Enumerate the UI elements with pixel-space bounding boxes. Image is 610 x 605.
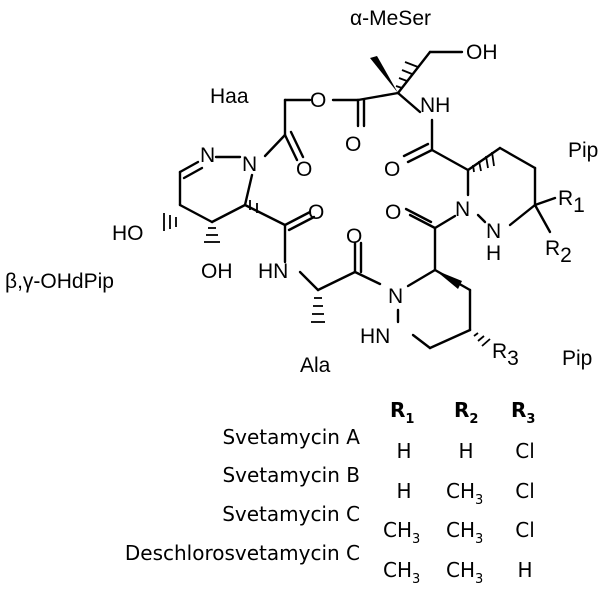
compound-name: Svetamycin A	[222, 425, 360, 449]
cell-r1: H	[396, 439, 411, 463]
atom-ho-left: HO	[112, 222, 144, 245]
compound-name: Deschlorosvetamycin C	[125, 541, 360, 565]
cell-r3: H	[517, 558, 532, 582]
cell-r2: H	[458, 439, 473, 463]
atom-hn-ala: HN	[258, 260, 288, 283]
cell-r2: CH3	[446, 518, 483, 547]
atom-r3: R3	[492, 340, 519, 370]
atom-oh-bottom: OH	[201, 260, 233, 283]
table-row: Deschlorosvetamycin C CH3 CH3 H	[125, 541, 533, 587]
atom-o-ester-ring: O	[310, 89, 326, 112]
cell-r3: Cl	[515, 439, 535, 463]
atom-o-mid-carbonyl: O	[346, 225, 362, 248]
atom-nh-top-pip: N	[486, 220, 501, 243]
cell-r1: H	[396, 479, 411, 503]
atom-hn-bottom-pip: HN	[360, 325, 390, 348]
atom-o-pip-carbonyl: O	[385, 201, 401, 224]
table-row: Svetamycin B H CH3 Cl	[222, 463, 534, 508]
stereo-bonds	[163, 56, 495, 347]
residue-haa: Haa	[210, 85, 249, 108]
residue-beta-gamma-ohdpip: β,γ-OHdPip	[5, 270, 114, 293]
compound-name: Svetamycin B	[222, 463, 360, 487]
atom-labels: OH O NH O O O N N N N H R1 R2 HO O O O O…	[112, 41, 585, 370]
atom-nh-top: NH	[420, 94, 450, 117]
residue-ala: Ala	[300, 354, 331, 377]
cell-r2: CH3	[446, 558, 483, 587]
cell-r1: CH3	[383, 558, 420, 587]
substituent-table: R1 R2 R3 Svetamycin A H H Cl Svetamycin …	[125, 398, 536, 587]
residue-pip-bottom: Pip	[562, 347, 592, 370]
residue-pip-top: Pip	[568, 139, 598, 162]
residue-alpha-meser: α-MeSer	[350, 7, 431, 30]
table-header: R1 R2 R3	[390, 398, 535, 427]
cell-r3: Cl	[515, 479, 535, 503]
atom-o-ester-carbonyl: O	[345, 133, 361, 156]
cell-r1: CH3	[383, 518, 420, 547]
atom-oh-top: OH	[466, 41, 498, 64]
residue-labels: α-MeSer Haa Pip β,γ-OHdPip Ala Pip	[5, 7, 598, 377]
atom-n-haa-2: N	[242, 153, 257, 176]
table-header-r3: R3	[511, 398, 535, 427]
atom-o-haa-carbonyl: O	[296, 158, 312, 181]
table-row: Svetamycin A H H Cl	[222, 425, 534, 463]
table-header-r2: R2	[454, 398, 478, 427]
molecule-bonds	[178, 50, 557, 350]
compound-name: Svetamycin C	[222, 502, 360, 526]
table-row: Svetamycin C CH3 CH3 Cl	[222, 502, 535, 547]
cell-r2: CH3	[446, 479, 483, 508]
atom-o-left-carbonyl: O	[308, 201, 324, 224]
atom-o-upper-carbonyl: O	[384, 158, 400, 181]
atom-n-haa-1: N	[200, 144, 215, 167]
table-header-r1: R1	[390, 398, 414, 427]
cell-r3: Cl	[515, 518, 535, 542]
atom-n-top-pip: N	[455, 198, 470, 221]
atom-r1: R1	[558, 187, 585, 217]
atom-n-bottom-pip: N	[388, 285, 403, 308]
atom-r2: R2	[545, 237, 572, 267]
atom-h-top-pip: H	[486, 242, 501, 265]
